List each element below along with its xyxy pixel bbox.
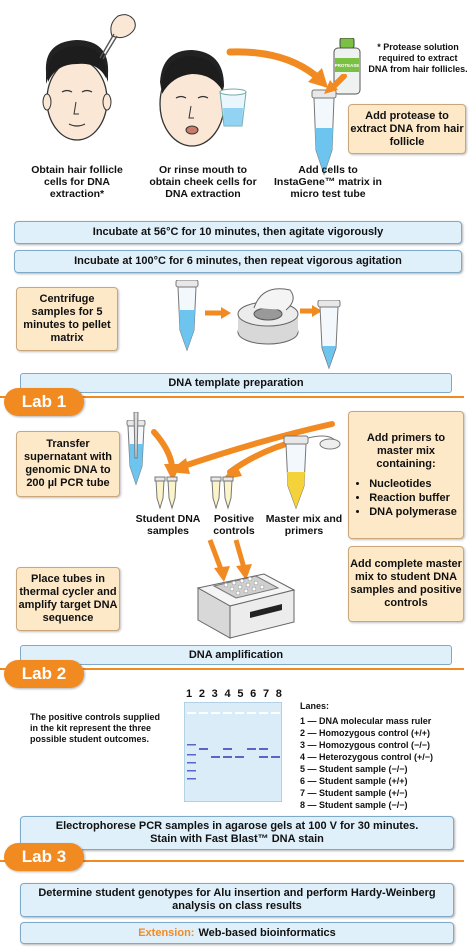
electrophorese-line2: Stain with Fast Blast™ DNA stain <box>150 833 324 845</box>
extension-label: Extension: <box>138 926 195 939</box>
lane-legend-item: 4 — Heterozygous control (+/−) <box>300 752 434 762</box>
supernatant-tube <box>126 420 146 486</box>
lane-number: 7 <box>262 688 270 700</box>
arrow-to-centrifuge <box>205 307 231 319</box>
label-student-samples: Student DNA samples <box>135 513 201 537</box>
master-mix-tube <box>283 435 341 510</box>
transfer-box: Transfer supernatant with genomic DNA to… <box>16 431 120 497</box>
label-master-mix: Master mix and primers <box>265 513 343 537</box>
tube-after-centrifuge <box>317 300 341 370</box>
add-protease-box: Add protease to extract DNA from hair fo… <box>348 104 466 154</box>
lane-number: 6 <box>250 688 257 700</box>
add-primers-title: Add primers to master mix containing: <box>366 431 446 470</box>
positive-controls-note: The positive controls supplied in the ki… <box>30 712 161 744</box>
lane-number: 4 <box>224 688 231 700</box>
lane-legend-item: 2 — Homozygous control (+/+) <box>300 728 431 738</box>
incubate-56-bar: Incubate at 56°C for 10 minutes, then ag… <box>14 221 462 244</box>
ingredient-item: Reaction buffer <box>369 491 457 505</box>
lanes-legend: Lanes: 1 — DNA molecular mass ruler 2 — … <box>300 700 470 811</box>
thermal-cycler-box: Place tubes in thermal cycler and amplif… <box>16 567 120 631</box>
incubate-100-bar: Incubate at 100°C for 6 minutes, then re… <box>14 250 462 273</box>
student-pcr-tubes <box>154 476 178 510</box>
lane-number: 5 <box>237 688 244 700</box>
tube-before-centrifuge <box>175 280 199 352</box>
lane-legend-item: 3 — Homozygous control (−/−) <box>300 740 431 750</box>
arrow-from-centrifuge <box>300 305 322 317</box>
agarose-gel <box>184 702 282 802</box>
control-pcr-tubes <box>210 476 234 510</box>
head-mouth-illustration <box>159 50 225 147</box>
caption-mouth: Or rinse mouth to obtain cheek cells for… <box>149 164 257 200</box>
bottle-label: PROTEASE <box>335 63 360 68</box>
head-hair-illustration <box>42 40 112 141</box>
lab2-line <box>0 650 464 670</box>
lane-legend-item: 5 — Student sample (−/−) <box>300 764 408 774</box>
lab1-line <box>0 378 464 398</box>
tweezers-hand-illustration <box>99 14 136 60</box>
lab1-bar: DNA template preparation <box>20 373 452 393</box>
lane-number: 3 <box>211 688 218 700</box>
rinse-cup-illustration <box>219 88 247 127</box>
lane-legend-item: 6 — Student sample (+/+) <box>300 776 408 786</box>
electrophorese-bar: Electrophorese PCR samples in agarose ge… <box>20 816 454 850</box>
extension-box: Extension: Web-based bioinformatics <box>20 922 454 944</box>
lanes-title: Lanes: <box>300 701 330 711</box>
electrophorese-line1: Electrophorese PCR samples in agarose ge… <box>55 820 419 832</box>
ingredient-list: Nucleotides Reaction buffer DNA polymera… <box>355 477 457 519</box>
lab1-badge: Lab 1 <box>4 388 84 416</box>
caption-instagene: Add cells to InstaGene™ matrix in micro … <box>274 164 382 200</box>
centrifuge-illustration <box>237 288 299 345</box>
thermal-cycler-illustration <box>196 573 296 639</box>
centrifuge-box: Centrifuge samples for 5 minutes to pell… <box>16 287 118 351</box>
gel-lane-numbers: 1 2 3 4 5 6 7 8 <box>186 688 282 700</box>
lane-legend-item: 7 — Student sample (+/−) <box>300 788 408 798</box>
label-positive-controls: Positive controls <box>213 513 255 537</box>
extension-text: Web-based bioinformatics <box>198 926 336 939</box>
add-complete-mix-box: Add complete master mix to student DNA s… <box>348 546 464 622</box>
lab2-badge: Lab 2 <box>4 660 84 688</box>
lane-number: 1 <box>186 688 193 700</box>
pcr-arrows <box>151 421 335 482</box>
caption-hair: Obtain hair follicle cells for DNA extra… <box>31 164 123 200</box>
lane-number: 8 <box>275 688 282 700</box>
lane-legend-item: 1 — DNA molecular mass ruler <box>300 716 432 726</box>
arrows-to-cycler <box>207 539 252 582</box>
pipette-illustration <box>133 412 139 459</box>
lane-legend-item: 8 — Student sample (−/−) <box>300 800 408 810</box>
add-primers-box: Add primers to master mix containing: Nu… <box>348 411 464 539</box>
flow-arrow-curve <box>226 48 328 88</box>
protease-footnote: * Protease solution required to extract … <box>368 42 468 74</box>
lab2-bar: DNA amplification <box>20 645 452 665</box>
lab3-badge: Lab 3 <box>4 843 84 871</box>
ingredient-item: Nucleotides <box>369 477 457 491</box>
protease-arrow <box>324 74 347 94</box>
lane-number: 2 <box>198 688 205 700</box>
lab3-line <box>0 842 464 862</box>
ingredient-item: DNA polymerase <box>369 505 457 519</box>
determine-genotypes-box: Determine student genotypes for Alu inse… <box>20 883 454 917</box>
